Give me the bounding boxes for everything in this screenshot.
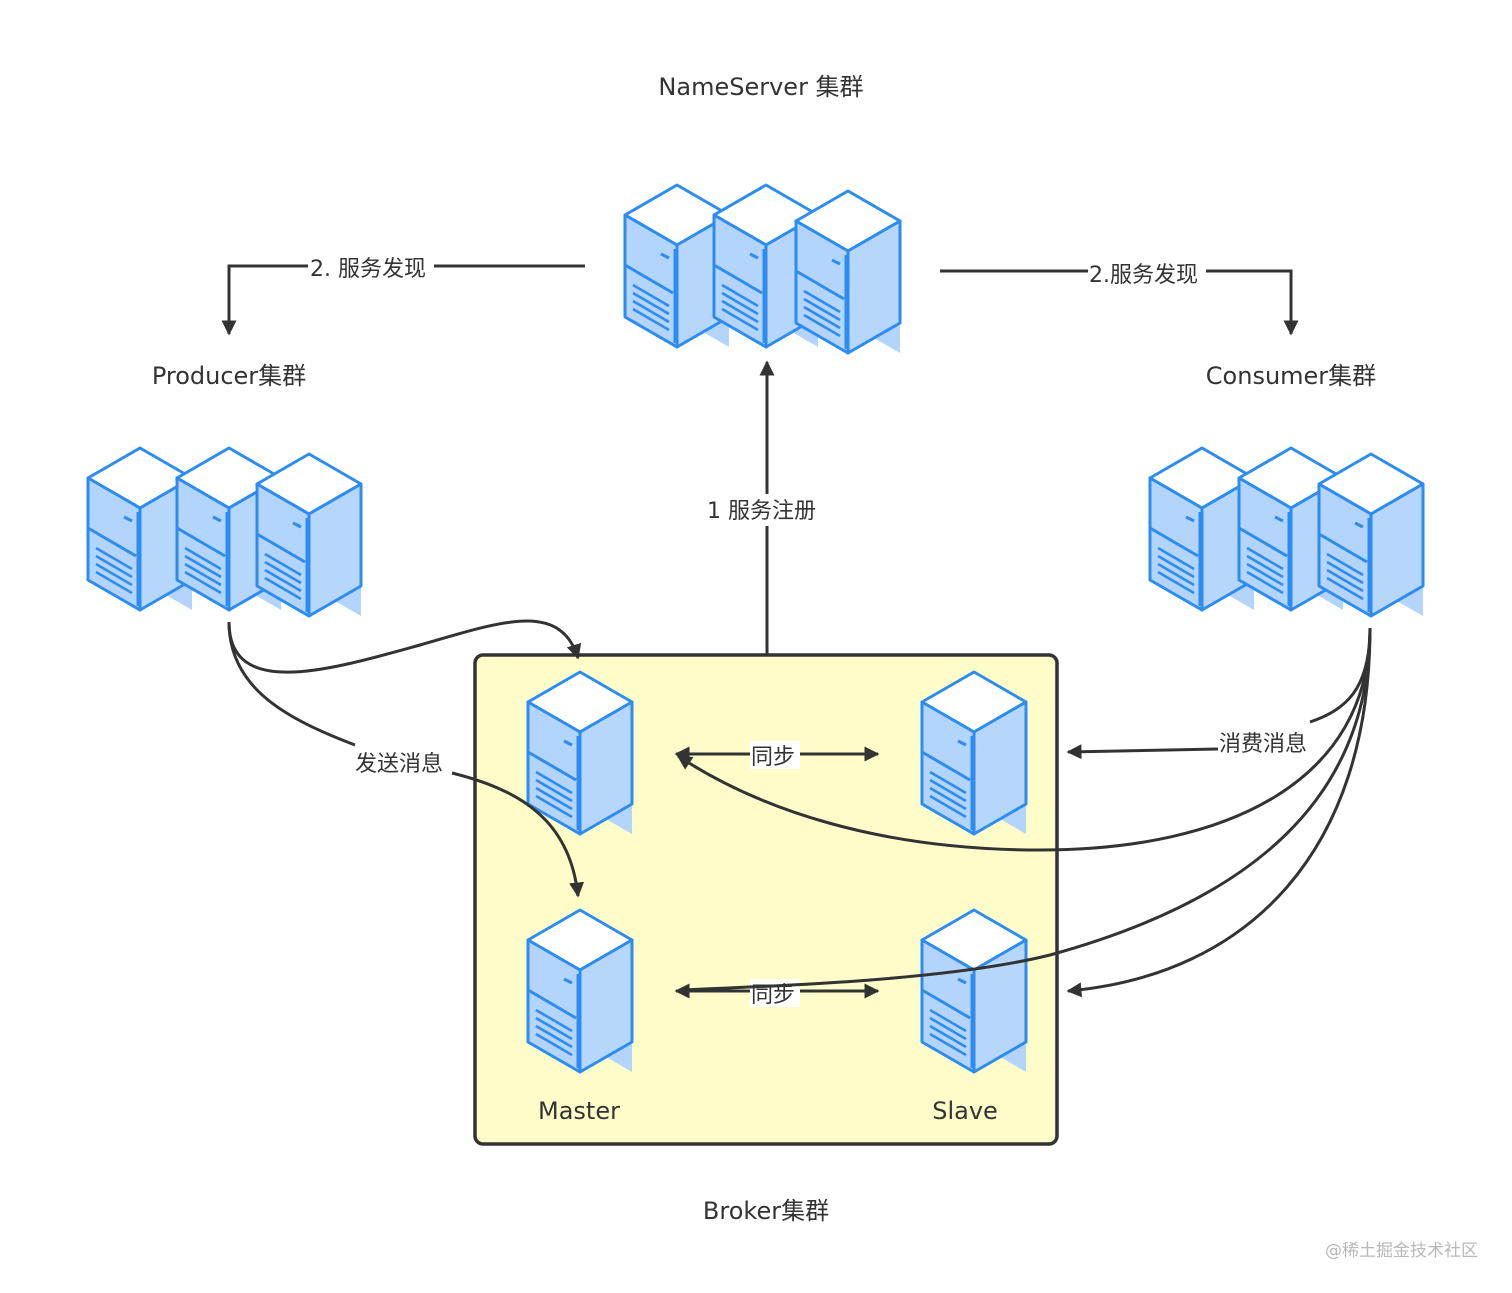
label-bg — [750, 741, 800, 769]
server-icon — [255, 452, 363, 618]
discovery-left-label: 2. 服务发现 — [310, 257, 426, 282]
label-bg — [308, 252, 434, 282]
consumer-servers — [1148, 446, 1425, 618]
register-label: 1 服务注册 — [707, 499, 816, 524]
nameserver-cluster-label: NameServer 集群 — [658, 73, 863, 101]
broker-slave-bottom-server-icon — [920, 908, 1028, 1074]
consume-label: 消费消息 — [1219, 732, 1307, 757]
producer-servers — [86, 446, 363, 618]
server-icon — [1317, 452, 1425, 618]
server-icon — [794, 189, 902, 355]
discovery-left-edge — [221, 264, 585, 336]
consume-edge-master-bottom — [679, 627, 1372, 992]
label-bg — [1088, 257, 1206, 287]
send-label: 发送消息 — [355, 752, 443, 777]
broker-master-top-server-icon — [526, 670, 634, 836]
send-edge-bottom — [227, 621, 578, 896]
consumer-cluster-label: Consumer集群 — [1206, 362, 1376, 390]
broker-master-bottom-server-icon — [526, 908, 634, 1074]
master-label: Master — [538, 1097, 620, 1125]
discovery-right-label: 2.服务发现 — [1089, 263, 1198, 288]
consume-edge-slave-bottom — [1066, 627, 1372, 998]
watermark: @稀土掘金技术社区 — [1325, 1241, 1478, 1261]
discovery-right-edge — [940, 269, 1299, 336]
send-edge-top — [227, 619, 582, 674]
producer-cluster-label: Producer集群 — [152, 362, 306, 390]
label-bg — [706, 494, 828, 526]
slave-label: Slave — [932, 1097, 998, 1125]
broker-cluster-label: Broker集群 — [703, 1197, 829, 1225]
nameserver-servers — [623, 183, 902, 355]
broker-slave-top-server-icon — [920, 670, 1028, 836]
sync-top-label: 同步 — [751, 745, 795, 770]
consume-edge-master-top — [676, 627, 1372, 852]
